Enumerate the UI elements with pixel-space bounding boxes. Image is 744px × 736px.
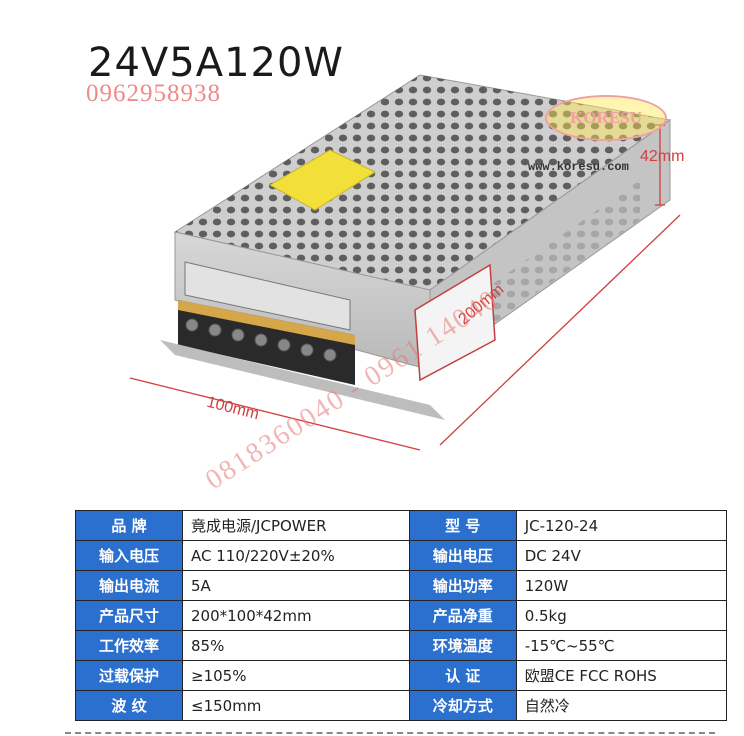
spec-label: 输出功率 <box>408 570 517 601</box>
spec-value: 0.5kg <box>515 600 728 631</box>
spec-label: 冷却方式 <box>408 690 517 721</box>
spec-label: 波 纹 <box>75 690 183 721</box>
logo-text: KORESU <box>570 108 642 127</box>
spec-label: 输出电流 <box>75 570 183 601</box>
spec-label: 输入电压 <box>75 540 183 571</box>
spec-value: 85% <box>182 630 410 661</box>
spec-value: DC 24V <box>515 540 728 571</box>
watermark-url: www.koresu.com <box>528 160 629 174</box>
spec-label: 过载保护 <box>75 660 183 691</box>
spec-label: 产品净重 <box>408 600 517 631</box>
spec-label: 输出电压 <box>408 540 517 571</box>
spec-label: 产品尺寸 <box>75 600 183 631</box>
spec-value: -15℃~55℃ <box>515 630 728 661</box>
spec-label: 型 号 <box>408 510 517 541</box>
spec-label: 品 牌 <box>75 510 183 541</box>
page-title: 24V5A120W <box>88 40 344 86</box>
spec-value: 5A <box>182 570 410 601</box>
spec-row: 过载保护≥105%认 证欧盟CE FCC ROHS <box>75 660 728 691</box>
watermark-phone: 0962958938 <box>86 80 221 107</box>
spec-value: 自然冷 <box>515 690 728 721</box>
power-supply-image <box>129 74 681 451</box>
divider <box>65 732 715 734</box>
spec-label: 环境温度 <box>408 630 517 661</box>
spec-value: 200*100*42mm <box>182 600 410 631</box>
spec-value: ≤150mm <box>182 690 410 721</box>
dimension-height: 42mm <box>640 148 685 165</box>
spec-value: 120W <box>515 570 728 601</box>
koresu-logo: KORESU <box>545 95 667 141</box>
spec-value: 欧盟CE FCC ROHS <box>515 660 728 691</box>
spec-label: 工作效率 <box>75 630 183 661</box>
spec-value: JC-120-24 <box>515 510 728 541</box>
spec-value: 竟成电源/JCPOWER <box>182 510 410 541</box>
spec-value: ≥105% <box>182 660 410 691</box>
spec-label: 认 证 <box>408 660 517 691</box>
spec-value: AC 110/220V±20% <box>182 540 410 571</box>
